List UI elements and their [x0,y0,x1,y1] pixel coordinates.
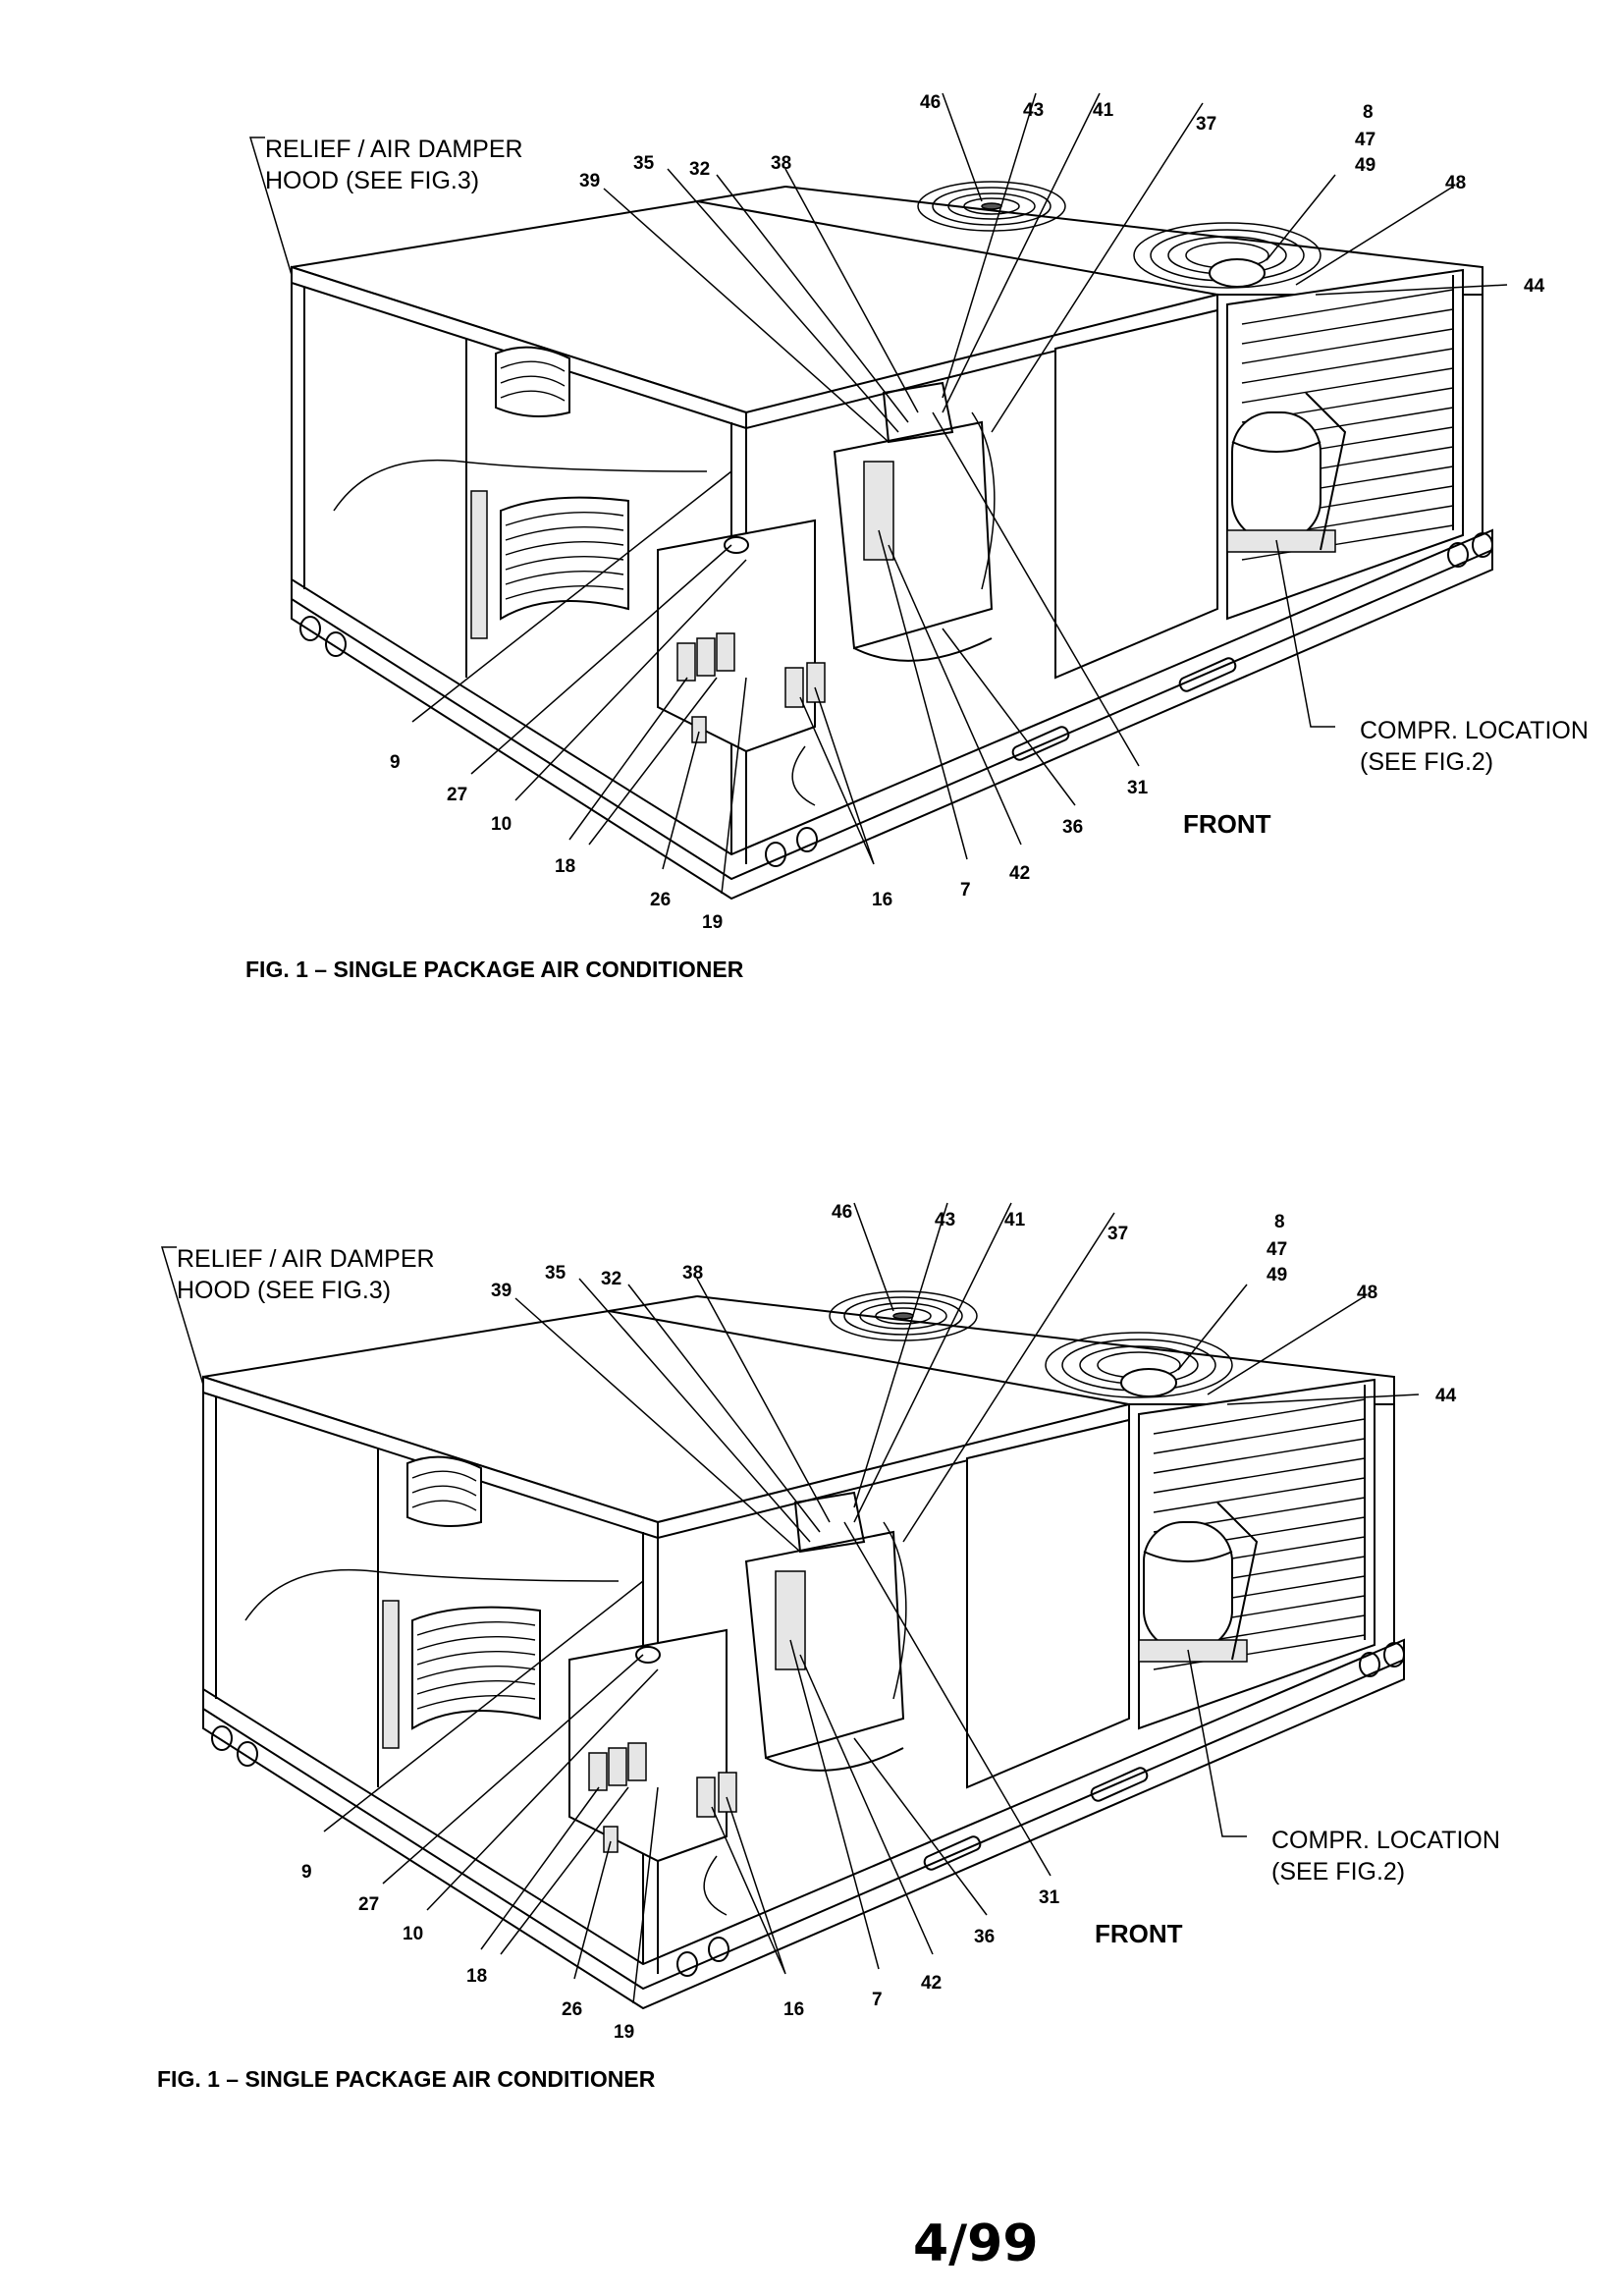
top-seam [696,186,786,202]
callout-27: 27 [358,1894,379,1915]
callout-39: 39 [579,171,600,191]
control-components [657,519,826,806]
callout-37: 37 [1107,1224,1128,1244]
base-rail-edge [202,1659,1405,1991]
condenser-coil-fins [1153,1377,1395,1670]
wire-harness [333,459,708,512]
figure-top: RELIEF / AIR DAMPER HOOD (SEE FIG.3) COM… [0,0,1618,1080]
wire-harness [244,1568,620,1621]
hood-note-line2: HOOD (SEE FIG.3) [177,1277,391,1304]
figure-bottom: RELIEF / AIR DAMPER HOOD (SEE FIG.3) COM… [0,1080,1618,2160]
base-rail-edge [291,549,1493,881]
callout-10: 10 [403,1924,423,1944]
access-panel [966,1418,1130,1789]
callout-7: 7 [872,1990,883,2010]
callout-31: 31 [1127,778,1149,798]
leader-lines [248,92,1508,895]
compressor [1226,392,1347,553]
callout-31: 31 [1039,1887,1060,1908]
callout-47: 47 [1267,1239,1287,1260]
fan-grille-front [1133,222,1321,289]
callout-41: 41 [1093,100,1114,121]
callout-18: 18 [555,856,575,877]
callout-9: 9 [301,1862,312,1883]
hood-note-line2: HOOD (SEE FIG.3) [265,167,479,194]
callout-8: 8 [1363,102,1374,123]
fan-grille-front [1045,1332,1233,1398]
callout-36: 36 [974,1927,995,1947]
callout-48: 48 [1445,173,1466,193]
callout-42: 42 [1009,863,1030,884]
callout-10: 10 [491,814,512,835]
fan-grille-rear [829,1290,978,1341]
upper-coil-bundle [495,346,570,417]
callout-41: 41 [1004,1210,1026,1230]
figure-caption: FIG. 1 – SINGLE PACKAGE AIR CONDITIONER [157,2066,656,2092]
page-number: 4/99 [913,2214,1039,2273]
callout-46: 46 [832,1202,852,1223]
unit-drawing-top: RELIEF / AIR DAMPER HOOD (SEE FIG.3) COM… [245,92,1589,982]
callout-49: 49 [1355,155,1375,176]
callout-16: 16 [783,1999,804,2020]
figure-caption: FIG. 1 – SINGLE PACKAGE AIR CONDITIONER [245,957,744,982]
callout-32: 32 [601,1269,621,1289]
callout-49: 49 [1267,1265,1287,1285]
callout-7: 7 [960,880,971,901]
callout-35: 35 [545,1263,566,1284]
condenser-coil-fins [1241,267,1483,561]
compr-note-line2: (SEE FIG.2) [1271,1858,1405,1886]
evaporator-coil [470,490,629,639]
callout-18: 18 [466,1966,487,1987]
top-seam [608,1295,698,1312]
control-components [568,1628,737,1916]
callout-38: 38 [682,1263,703,1284]
callout-37: 37 [1196,114,1216,135]
callout-38: 38 [771,153,791,174]
callout-16: 16 [872,890,892,910]
callout-43: 43 [935,1210,955,1230]
blower-assembly [833,381,996,662]
callout-42: 42 [921,1973,942,1994]
callout-8: 8 [1274,1212,1285,1232]
callout-9: 9 [390,752,401,773]
compr-note-line1: COMPR. LOCATION [1271,1827,1500,1854]
unit-drawing-bottom: RELIEF / AIR DAMPER HOOD (SEE FIG.3) COM… [157,1202,1500,2092]
blower-assembly [744,1491,907,1772]
callout-44: 44 [1435,1386,1457,1406]
hood-note-line1: RELIEF / AIR DAMPER [177,1245,435,1273]
callout-26: 26 [562,1999,582,2020]
compr-note-line2: (SEE FIG.2) [1360,748,1493,776]
leader-lines [160,1202,1420,2004]
callout-27: 27 [447,785,467,805]
evaporator-coil [382,1600,541,1749]
front-label: FRONT [1183,809,1271,839]
callout-48: 48 [1357,1283,1377,1303]
callout-19: 19 [702,912,723,933]
fan-grille-rear [917,181,1066,232]
hood-note-line1: RELIEF / AIR DAMPER [265,136,523,163]
upper-coil-bundle [406,1455,482,1527]
callout-39: 39 [491,1281,512,1301]
callout-19: 19 [614,2022,634,2043]
compressor [1138,1502,1259,1663]
compr-note-line1: COMPR. LOCATION [1360,717,1589,744]
callout-26: 26 [650,890,671,910]
callout-43: 43 [1023,100,1044,121]
callout-32: 32 [689,159,710,180]
callout-44: 44 [1524,276,1545,297]
base-knockouts [211,1642,1405,1977]
front-label: FRONT [1095,1919,1183,1948]
callout-47: 47 [1355,130,1375,150]
access-panel [1054,308,1218,680]
callout-36: 36 [1062,817,1083,838]
callout-35: 35 [633,153,655,174]
callout-46: 46 [920,92,941,113]
